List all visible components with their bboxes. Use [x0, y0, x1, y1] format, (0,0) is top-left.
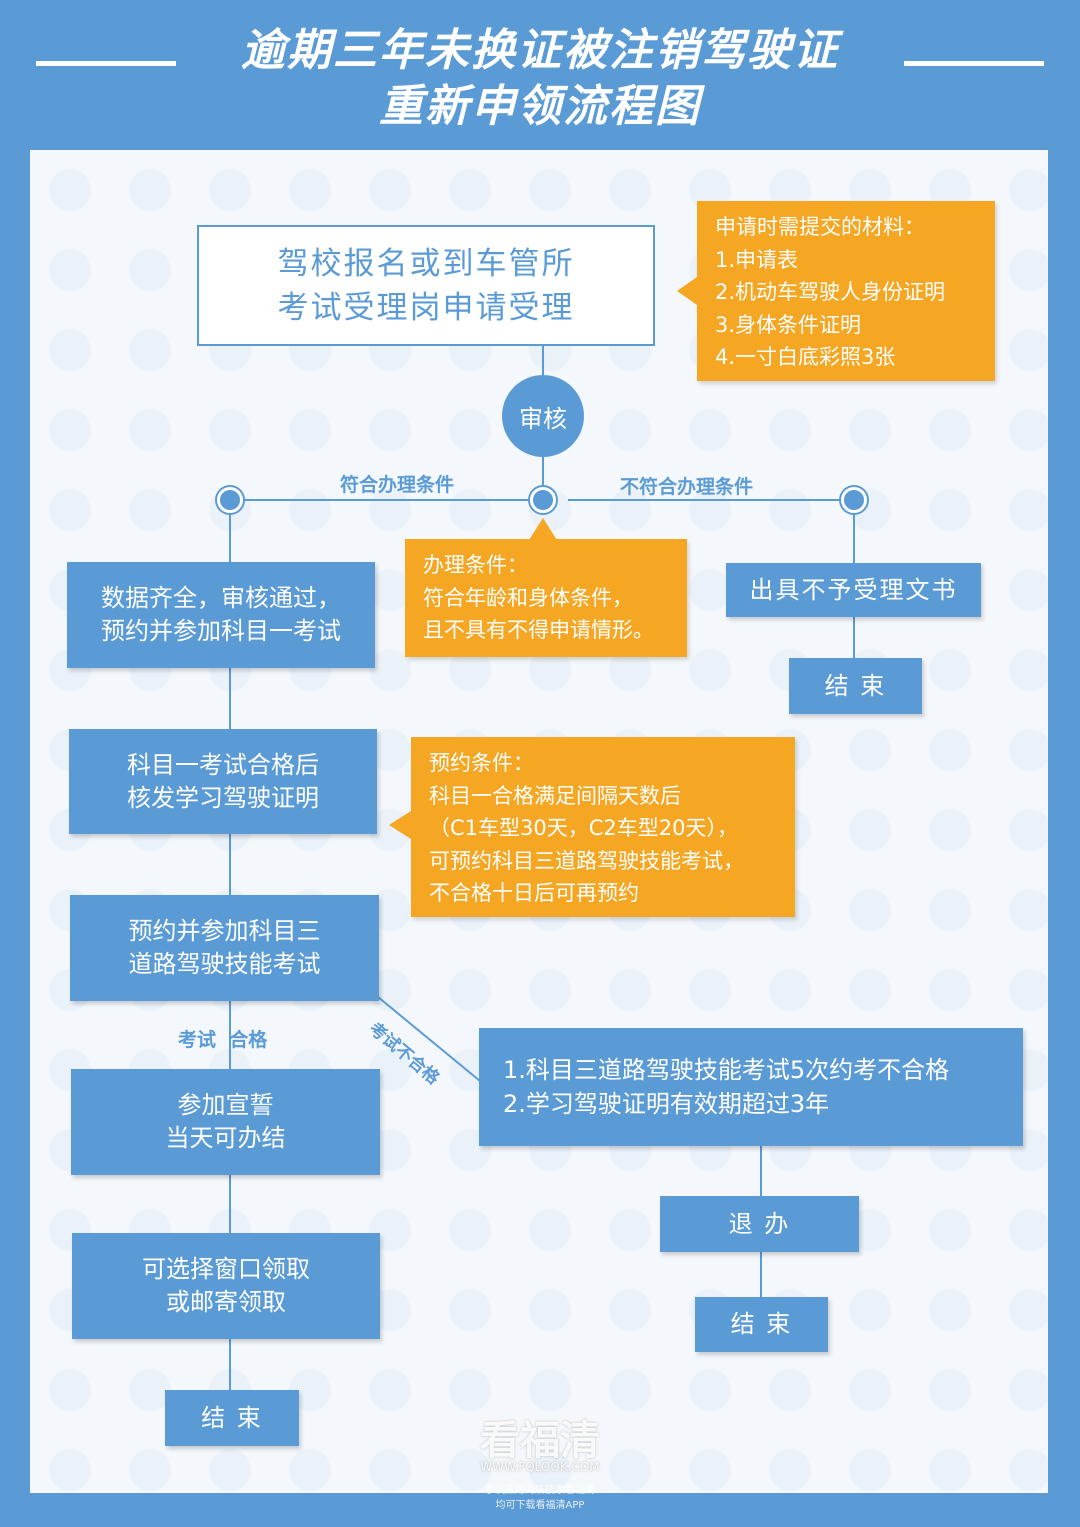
conditions-note: 办理条件： 符合年龄和身体条件， 且不具有不得申请情形。	[405, 539, 687, 657]
connector	[229, 1338, 231, 1390]
watermark-line-2: 均可下载看福清APP	[495, 1500, 585, 1511]
end-right: 结 束	[789, 658, 922, 714]
conditions-note-pointer	[529, 518, 557, 540]
connector	[243, 499, 528, 501]
rejection-document-step: 出具不予受理文书	[726, 563, 981, 617]
watermark-brand: 看福清	[480, 1418, 600, 1464]
connector	[853, 616, 855, 658]
not-meets-conditions-label: 不符合办理条件	[620, 476, 754, 498]
connector	[229, 1174, 231, 1234]
title-rule-left	[36, 61, 176, 66]
connector	[542, 346, 544, 378]
booking-note-pointer	[389, 811, 411, 839]
end-left: 结 束	[165, 1390, 299, 1446]
connector	[760, 1146, 762, 1196]
license-pickup-step: 可选择窗口领取 或邮寄领取	[72, 1233, 380, 1339]
connector	[542, 454, 544, 488]
fail-connector	[377, 996, 481, 1082]
exam3-step: 预约并参加科目三 道路驾驶技能考试	[70, 895, 379, 1001]
connector	[229, 513, 231, 563]
data-complete-step: 数据齐全，审核通过， 预约并参加科目一考试	[67, 562, 375, 668]
title-line-1: 逾期三年未换证被注销驾驶证	[241, 25, 839, 76]
end-bottom: 结 束	[695, 1297, 828, 1352]
failure-conditions-box: 1.科目三道路驾驶技能考试5次约考不合格 2.学习驾驶证明有效期超过3年	[479, 1028, 1023, 1146]
branch-dot-center	[530, 487, 556, 513]
meets-conditions-label: 符合办理条件	[340, 474, 455, 496]
booking-conditions-note: 预约条件： 科目一合格满足间隔天数后 （C1车型30天，C2车型20天）， 可预…	[411, 737, 795, 917]
branch-dot-right	[841, 487, 867, 513]
exam-pass-label: 考试 合格	[178, 1029, 268, 1051]
connector	[229, 668, 231, 730]
connector	[568, 499, 840, 501]
review-node: 审核	[502, 375, 584, 457]
materials-note-pointer	[677, 277, 697, 305]
apply-step-box: 驾校报名或到车管所 考试受理岗申请受理	[197, 225, 655, 346]
title-rule-right	[904, 61, 1044, 66]
connector	[229, 834, 231, 896]
withdraw-step: 退 办	[660, 1196, 859, 1252]
materials-note: 申请时需提交的材料： 1.申请表 2.机动车驾驶人身份证明 3.身体条件证明 4…	[697, 201, 995, 381]
connector	[853, 513, 855, 563]
title-line-2: 重新申领流程图	[379, 81, 701, 132]
watermark-url: WWW.FQLOOK.COM	[480, 1460, 600, 1474]
oath-step: 参加宣誓 当天可办结	[71, 1069, 380, 1175]
connector	[760, 1251, 762, 1297]
connector	[229, 1000, 231, 1070]
watermark-line-1: 手机应用商店搜索看福清	[485, 1485, 595, 1496]
permit-issue-step: 科目一考试合格后 核发学习驾驶证明	[69, 729, 377, 834]
branch-dot-left	[217, 487, 243, 513]
